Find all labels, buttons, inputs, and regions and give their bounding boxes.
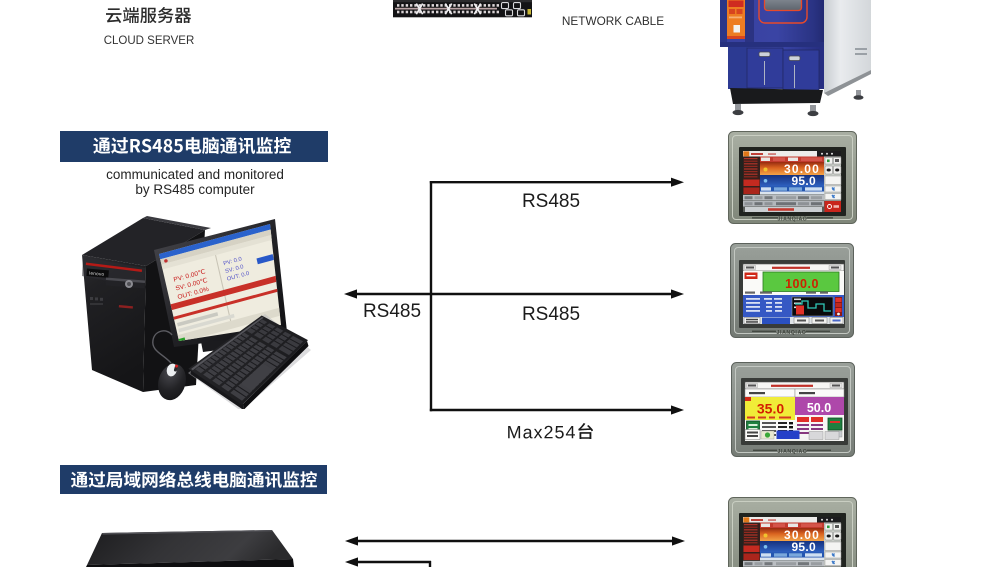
svg-text:95.0: 95.0 — [791, 540, 816, 554]
svg-text:SV: 0.0: SV: 0.0 — [225, 264, 245, 275]
svg-text:100.0: 100.0 — [785, 277, 819, 291]
svg-text:JIANQIAO: JIANQIAO — [778, 217, 808, 223]
svg-text:30.00: 30.00 — [784, 528, 820, 542]
svg-text:50.0: 50.0 — [807, 401, 831, 415]
svg-text:lenovo: lenovo — [89, 271, 105, 277]
svg-text:35.0: 35.0 — [757, 401, 784, 417]
svg-text:JIANQIAO: JIANQIAO — [777, 330, 807, 336]
svg-text:95.0: 95.0 — [791, 174, 816, 188]
svg-text:JIANQIAO: JIANQIAO — [778, 449, 808, 455]
svg-text:OUT: 0.0: OUT: 0.0 — [226, 271, 250, 283]
svg-text:PV: 0.0: PV: 0.0 — [223, 257, 243, 268]
svg-text:30.00: 30.00 — [784, 162, 820, 176]
